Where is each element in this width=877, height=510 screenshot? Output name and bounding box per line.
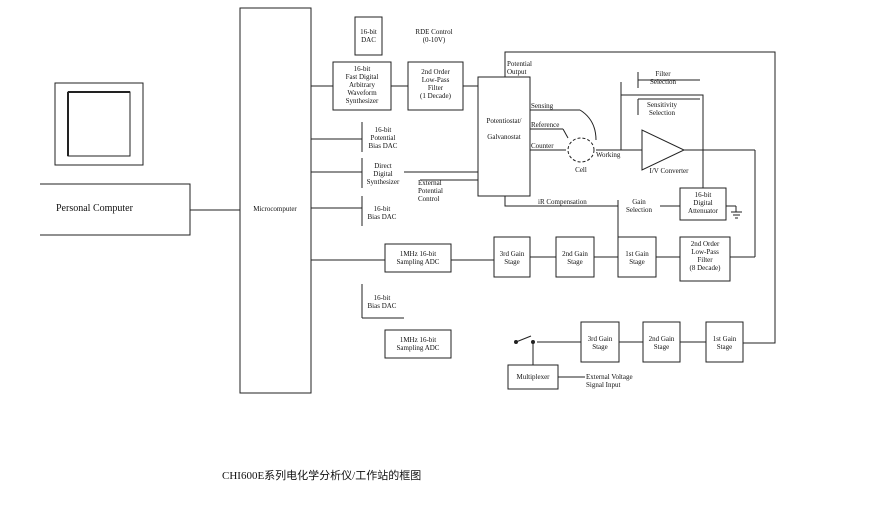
sensitivity-selection-label: Sensitivity Selection [647,101,677,117]
cell-label: Cell [575,166,587,174]
potential-bias-dac-label: 16-bit Potential Bias DAC [368,126,398,150]
gain3-b-label: 3rd Gain Stage [587,335,613,351]
multiplexer-label: Multiplexer [516,373,550,381]
lowpass-8decade-label: 2nd Order Low-Pass Filter (8 Decade) [689,240,721,272]
gain2-a-label: 2nd Gain Stage [562,250,588,266]
potential-output-label: Potential Output [507,60,532,76]
bias-dac-2-label: 16-bit Bias DAC [367,294,397,310]
potentiostat-label: Potentiostat/ Galvanostat [486,117,522,141]
external-voltage-input-label: External Voltage Signal Input [586,373,633,389]
microcomputer-box [239,7,312,394]
working-label: Working [596,151,621,159]
filter-selection-label: Filter Selection [649,70,677,86]
gain2-b-label: 2nd Gain Stage [648,335,675,351]
gain3-a-label: 3rd Gain Stage [499,250,525,266]
external-potential-control-label: External Potential Control [418,179,443,203]
iv-converter-label: I/V Converter [649,167,689,175]
sensing-label: Sensing [531,102,554,110]
direct-digital-synth-label: Direct Digital Synthesizer [366,162,400,186]
counter-label: Counter [531,142,554,150]
computer-monitor-icon [54,82,144,166]
adc-1-label: 1MHz 16-bit Sampling ADC [396,250,440,266]
figure-caption: CHI600E系列电化学分析仪/工作站的框图 [222,470,422,482]
bias-dac-1-label: 16-bit Bias DAC [367,205,397,221]
gain1-a-label: 1st Gain Stage [625,250,649,266]
dac16-top-label: 16-bit DAC [360,28,377,44]
digital-attenuator-label: 16-bit Digital Attenuator [688,191,718,215]
iv-converter-amplifier [641,129,686,171]
personal-computer-label: Personal Computer [56,203,133,214]
ir-compensation-label: iR Compensation [538,198,587,206]
adc-2-label: 1MHz 16-bit Sampling ADC [396,336,440,352]
gain-selection-label: Gain Selection [625,198,653,214]
microcomputer-label: Microcomputer [253,205,297,213]
waveform-synth-label: 16-bit Fast Digital Arbitrary Waveform S… [345,65,379,105]
gain1-b-label: 1st Gain Stage [712,335,737,351]
cell-icon [567,137,595,163]
lowpass-1decade-label: 2nd Order Low-Pass Filter (1 Decade) [420,68,451,100]
reference-label: Reference [531,121,560,129]
rde-control-label: RDE Control (0-10V) [415,28,453,44]
potentiostat-box [477,76,531,197]
